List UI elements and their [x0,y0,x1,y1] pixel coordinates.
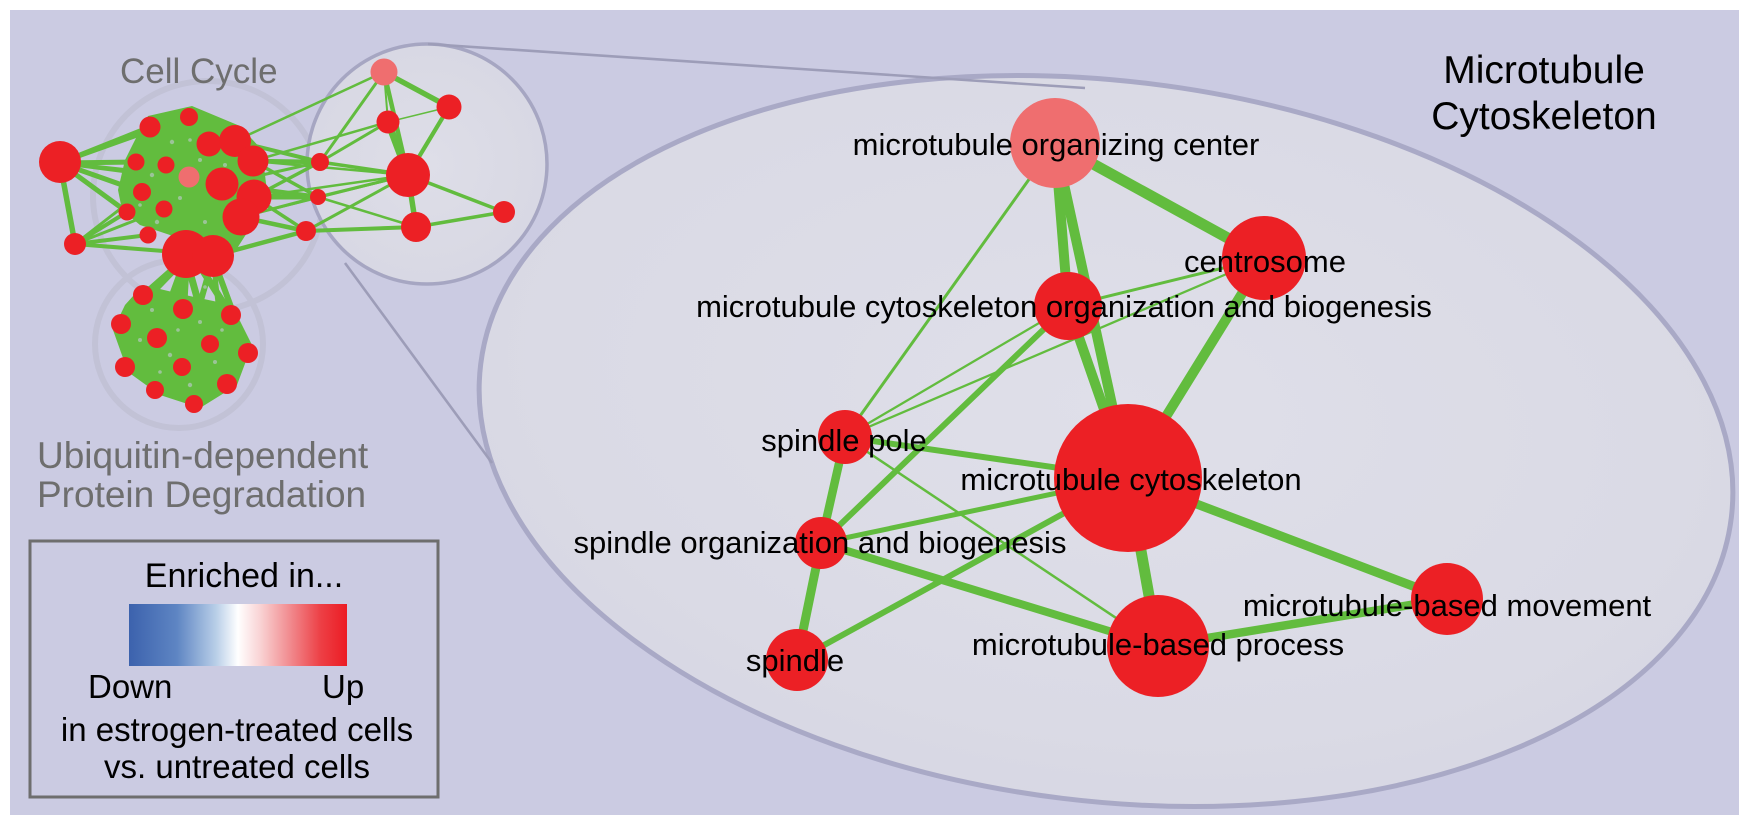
svg-text:Cytoskeleton: Cytoskeleton [1431,95,1656,138]
svg-text:microtubule cytoskeleton: microtubule cytoskeleton [960,462,1301,497]
svg-text:vs. untreated cells: vs. untreated cells [104,748,370,785]
svg-text:Down: Down [88,668,172,705]
svg-text:spindle organization and bioge: spindle organization and biogenesis [574,525,1067,560]
svg-text:Up: Up [322,668,364,705]
svg-text:in estrogen-treated cells: in estrogen-treated cells [61,711,413,748]
svg-text:microtubule cytoskeleton organ: microtubule cytoskeleton organization an… [696,289,1432,324]
svg-text:Cell Cycle: Cell Cycle [120,52,278,91]
svg-text:microtubule-based movement: microtubule-based movement [1243,588,1652,623]
svg-text:Ubiquitin-dependent: Ubiquitin-dependent [37,435,369,476]
svg-text:Protein Degradation: Protein Degradation [37,474,366,515]
svg-text:Microtubule: Microtubule [1443,49,1645,92]
svg-text:spindle pole: spindle pole [761,423,926,458]
svg-text:microtubule-based process: microtubule-based process [972,627,1344,662]
svg-text:microtubule organizing center: microtubule organizing center [853,127,1260,162]
svg-text:Enriched in...: Enriched in... [145,557,343,595]
svg-text:spindle: spindle [746,643,844,678]
svg-text:centrosome: centrosome [1184,244,1346,279]
